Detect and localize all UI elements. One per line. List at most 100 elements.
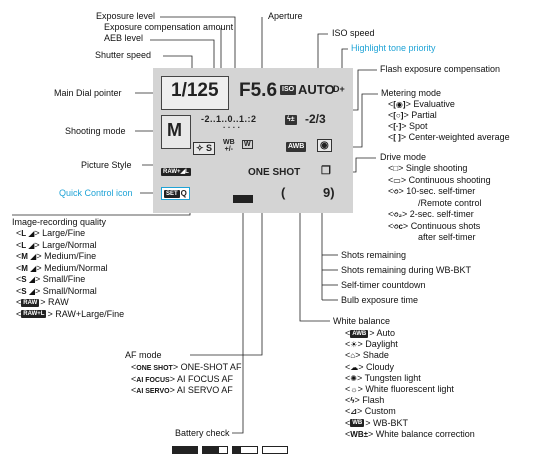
metering-item-icon: [○] — [393, 111, 404, 120]
quality-item: <S ◢> Small/Normal — [16, 285, 97, 296]
drive-item-icon: ৩₂ — [393, 210, 403, 219]
wb-item-icon: ϟ — [350, 396, 355, 406]
drive-item-text: Single shooting — [405, 163, 468, 173]
metering-item-icon: [·] — [393, 122, 402, 131]
label-shutter: Shutter speed — [95, 50, 152, 60]
label-wb: White balance — [333, 316, 391, 326]
label-metering: Metering mode — [381, 88, 442, 98]
label-aperture: Aperture — [268, 11, 303, 21]
metering-item: <[◉]> Evaluative — [388, 99, 455, 109]
quality-item: <RAW+L> RAW+Large/Fine — [16, 308, 125, 319]
battery-level-icon — [262, 445, 288, 454]
wb-item: <✺> Tungsten light — [345, 372, 421, 383]
metering-mode-value: ◉ — [317, 139, 332, 152]
label-aeb: AEB level — [104, 33, 144, 43]
drive-item-icon: ৩ — [393, 187, 399, 196]
af-mode-value: ONE SHOT — [248, 167, 301, 178]
wb-bkt-icon: W — [242, 140, 253, 149]
drive-item-icon: ▭ — [393, 175, 401, 185]
af-item-icon: ONE SHOT — [136, 365, 173, 372]
label-battery: Battery check — [175, 428, 230, 438]
shooting-mode-value: M — [167, 120, 182, 140]
quality-item-text: Small/Fine — [42, 274, 86, 284]
metering-item-icon: [◉] — [393, 100, 406, 109]
label-drive: Drive mode — [380, 152, 427, 162]
flash-comp-value: -2/3 — [305, 112, 326, 126]
wb-item-icon: ⊿ — [350, 407, 357, 417]
wb-item-text: Flash — [362, 395, 385, 406]
drive-item: <৩c> Continuous shots — [388, 220, 481, 231]
wb-item: <⌂> Shade — [345, 350, 389, 361]
quality-item-icon: L ◢ — [21, 240, 35, 250]
wb-item: <⊿> Custom — [345, 406, 396, 417]
wb-item-text: White balance correction — [375, 428, 475, 439]
metering-item-text: Spot — [409, 121, 428, 131]
quality-item-text: Medium/Fine — [44, 251, 97, 261]
quality-item-icon: L ◢ — [21, 229, 35, 238]
wb-item-text: Custom — [364, 406, 396, 417]
af-item-text: AI SERVO AF — [176, 385, 233, 395]
exposure-scale-ticks: · · · · — [223, 123, 241, 132]
drive-item-text: 2-sec. self-timer — [409, 209, 474, 219]
wb-item-text: Auto — [376, 328, 396, 338]
flash-comp-icon: ϟ± — [285, 115, 297, 125]
metering-item: <[○]> Partial — [388, 110, 437, 120]
drive-item: /Remote control — [418, 198, 482, 209]
quality-item: <S ◢> Small/Fine — [16, 274, 86, 284]
quality-item-text: Large/Normal — [42, 239, 97, 250]
battery-levels — [172, 441, 292, 459]
drive-item: after self-timer — [418, 232, 476, 243]
quality-item: <M ◢> Medium/Fine — [16, 251, 97, 261]
drive-item-text: /Remote control — [418, 197, 482, 208]
label-iso: ISO speed — [332, 28, 375, 38]
wb-item: <ϟ> Flash — [345, 395, 385, 406]
wb-item: <AWB> Auto — [345, 328, 396, 338]
drive-item-text: 10-sec. self-timer — [406, 186, 476, 196]
quality-item-icon: M ◢ — [21, 263, 37, 273]
wb-item-icon: ☁ — [350, 362, 359, 372]
af-item: <AI SERVO> AI SERVO AF — [131, 385, 233, 395]
wb-correction-icon: WB+/- — [223, 139, 235, 153]
label-selftimer: Self-timer countdown — [341, 280, 426, 290]
battery-indicator — [233, 190, 257, 208]
label-flash-comp: Flash exposure compensation — [380, 64, 501, 74]
metering-item: <[ ]> Center-weighted average — [388, 132, 510, 142]
drive-item-text: after self-timer — [418, 232, 476, 242]
quality-item: <RAW> RAW — [16, 297, 69, 307]
quality-item-icon: RAW+L — [21, 310, 47, 319]
lcd-panel: 1/125 F5.6 ISO AUTO D+ M -2..1..0..1.:2 … — [153, 68, 353, 213]
quality-item-icon: RAW — [21, 298, 40, 307]
wb-item-icon: ⌂ — [350, 351, 356, 361]
metering-item-text: Partial — [411, 110, 437, 120]
shutter-speed-value: 1/125 — [171, 80, 219, 101]
drive-item-text: Continuous shooting — [408, 174, 491, 185]
wb-item-icon: WB — [350, 419, 365, 428]
battery-level-icon — [232, 445, 258, 454]
quality-item-text: Small/Normal — [42, 285, 97, 296]
drive-mode-value: ❐ — [321, 165, 331, 177]
wb-item: <☀> Daylight — [345, 339, 398, 350]
wb-item-text: White fluorescent light — [365, 384, 454, 394]
drive-item: <▭> Continuous shooting — [388, 174, 491, 185]
label-picture-style: Picture Style — [81, 160, 132, 170]
metering-item-icon: [ ] — [393, 133, 401, 142]
wb-item: <WB> WB-BKT — [345, 417, 409, 428]
metering-item: <[·]> Spot — [388, 121, 428, 131]
af-item-icon: AI SERVO — [136, 388, 170, 395]
wb-item-text: Shade — [362, 350, 389, 361]
af-item-text: ONE-SHOT AF — [180, 362, 242, 372]
wb-item-icon: WB± — [350, 429, 368, 439]
af-item: <ONE SHOT> ONE-SHOT AF — [131, 362, 242, 372]
af-item-icon: AI FOCUS — [136, 376, 170, 384]
metering-item-text: Center-weighted average — [408, 132, 510, 142]
label-exposure-level: Exposure level — [96, 11, 156, 21]
shots-open-paren: ( — [281, 185, 286, 200]
wb-item: <☼> White fluorescent light — [345, 384, 454, 394]
drive-item-text: Continuous shots — [410, 220, 481, 231]
quality-item-text: Medium/Normal — [44, 262, 108, 273]
quality-item-text: RAW — [48, 297, 69, 307]
quality-item-icon: S ◢ — [21, 275, 35, 284]
wb-item-text: WB-BKT — [373, 417, 409, 428]
label-main-dial: Main Dial pointer — [54, 88, 122, 98]
